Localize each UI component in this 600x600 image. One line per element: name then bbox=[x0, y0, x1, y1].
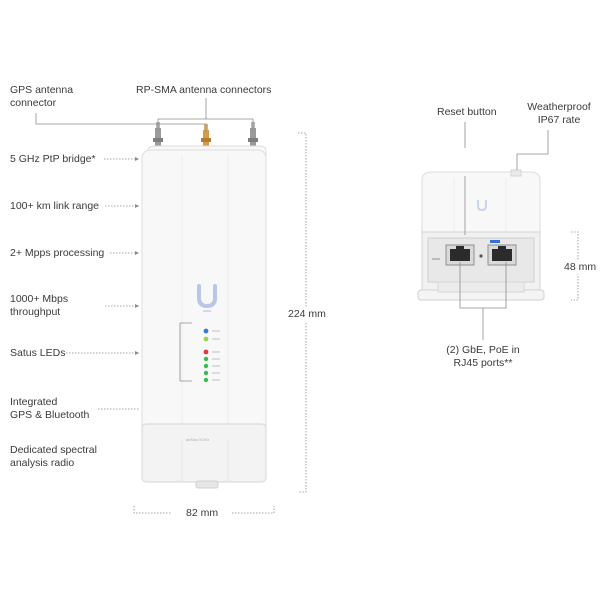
ui-logo-icon bbox=[197, 284, 217, 312]
label-spectral-radio: Dedicated spectral analysis radio bbox=[10, 444, 97, 469]
led-blue bbox=[203, 328, 209, 334]
dimension-width: 82 mm bbox=[186, 507, 219, 520]
led-green-3 bbox=[203, 370, 209, 376]
label-weatherproof: Weatherproof IP67 rate bbox=[527, 101, 591, 126]
right-leader-lines bbox=[459, 122, 579, 340]
led-green-1 bbox=[203, 356, 209, 362]
dimension-depth: 48 mm bbox=[564, 261, 597, 274]
led-green-4 bbox=[203, 377, 209, 383]
led-yellow-green bbox=[203, 336, 209, 342]
label-reset-button: Reset button bbox=[437, 106, 497, 118]
label-rj45-ports: (2) GbE, PoE in RJ45 ports** bbox=[446, 344, 520, 369]
dimension-height: 224 mm bbox=[288, 307, 326, 322]
label-rp-sma-connectors: RP-SMA antenna connectors bbox=[136, 84, 272, 96]
label-ptp-bridge: 5 GHz PtP bridge* bbox=[10, 153, 96, 165]
label-gps-antenna-connector: GPS antenna connector bbox=[10, 84, 74, 109]
label-status-leds: Satus LEDs bbox=[10, 347, 66, 359]
device-model-text: airMax 5GHz bbox=[186, 437, 210, 442]
label-gps-bluetooth: Integrated GPS & Bluetooth bbox=[10, 396, 90, 421]
label-processing: 2+ Mpps processing bbox=[10, 247, 105, 259]
status-led-column bbox=[203, 328, 220, 383]
label-throughput: 1000+ Mbps throughput bbox=[10, 293, 69, 318]
led-red bbox=[203, 349, 209, 355]
label-link-range: 100+ km link range bbox=[10, 200, 100, 212]
leader-arrowheads bbox=[135, 157, 139, 355]
side-device-view bbox=[417, 169, 545, 301]
main-device-body bbox=[141, 145, 267, 489]
led-green-2 bbox=[203, 363, 209, 369]
